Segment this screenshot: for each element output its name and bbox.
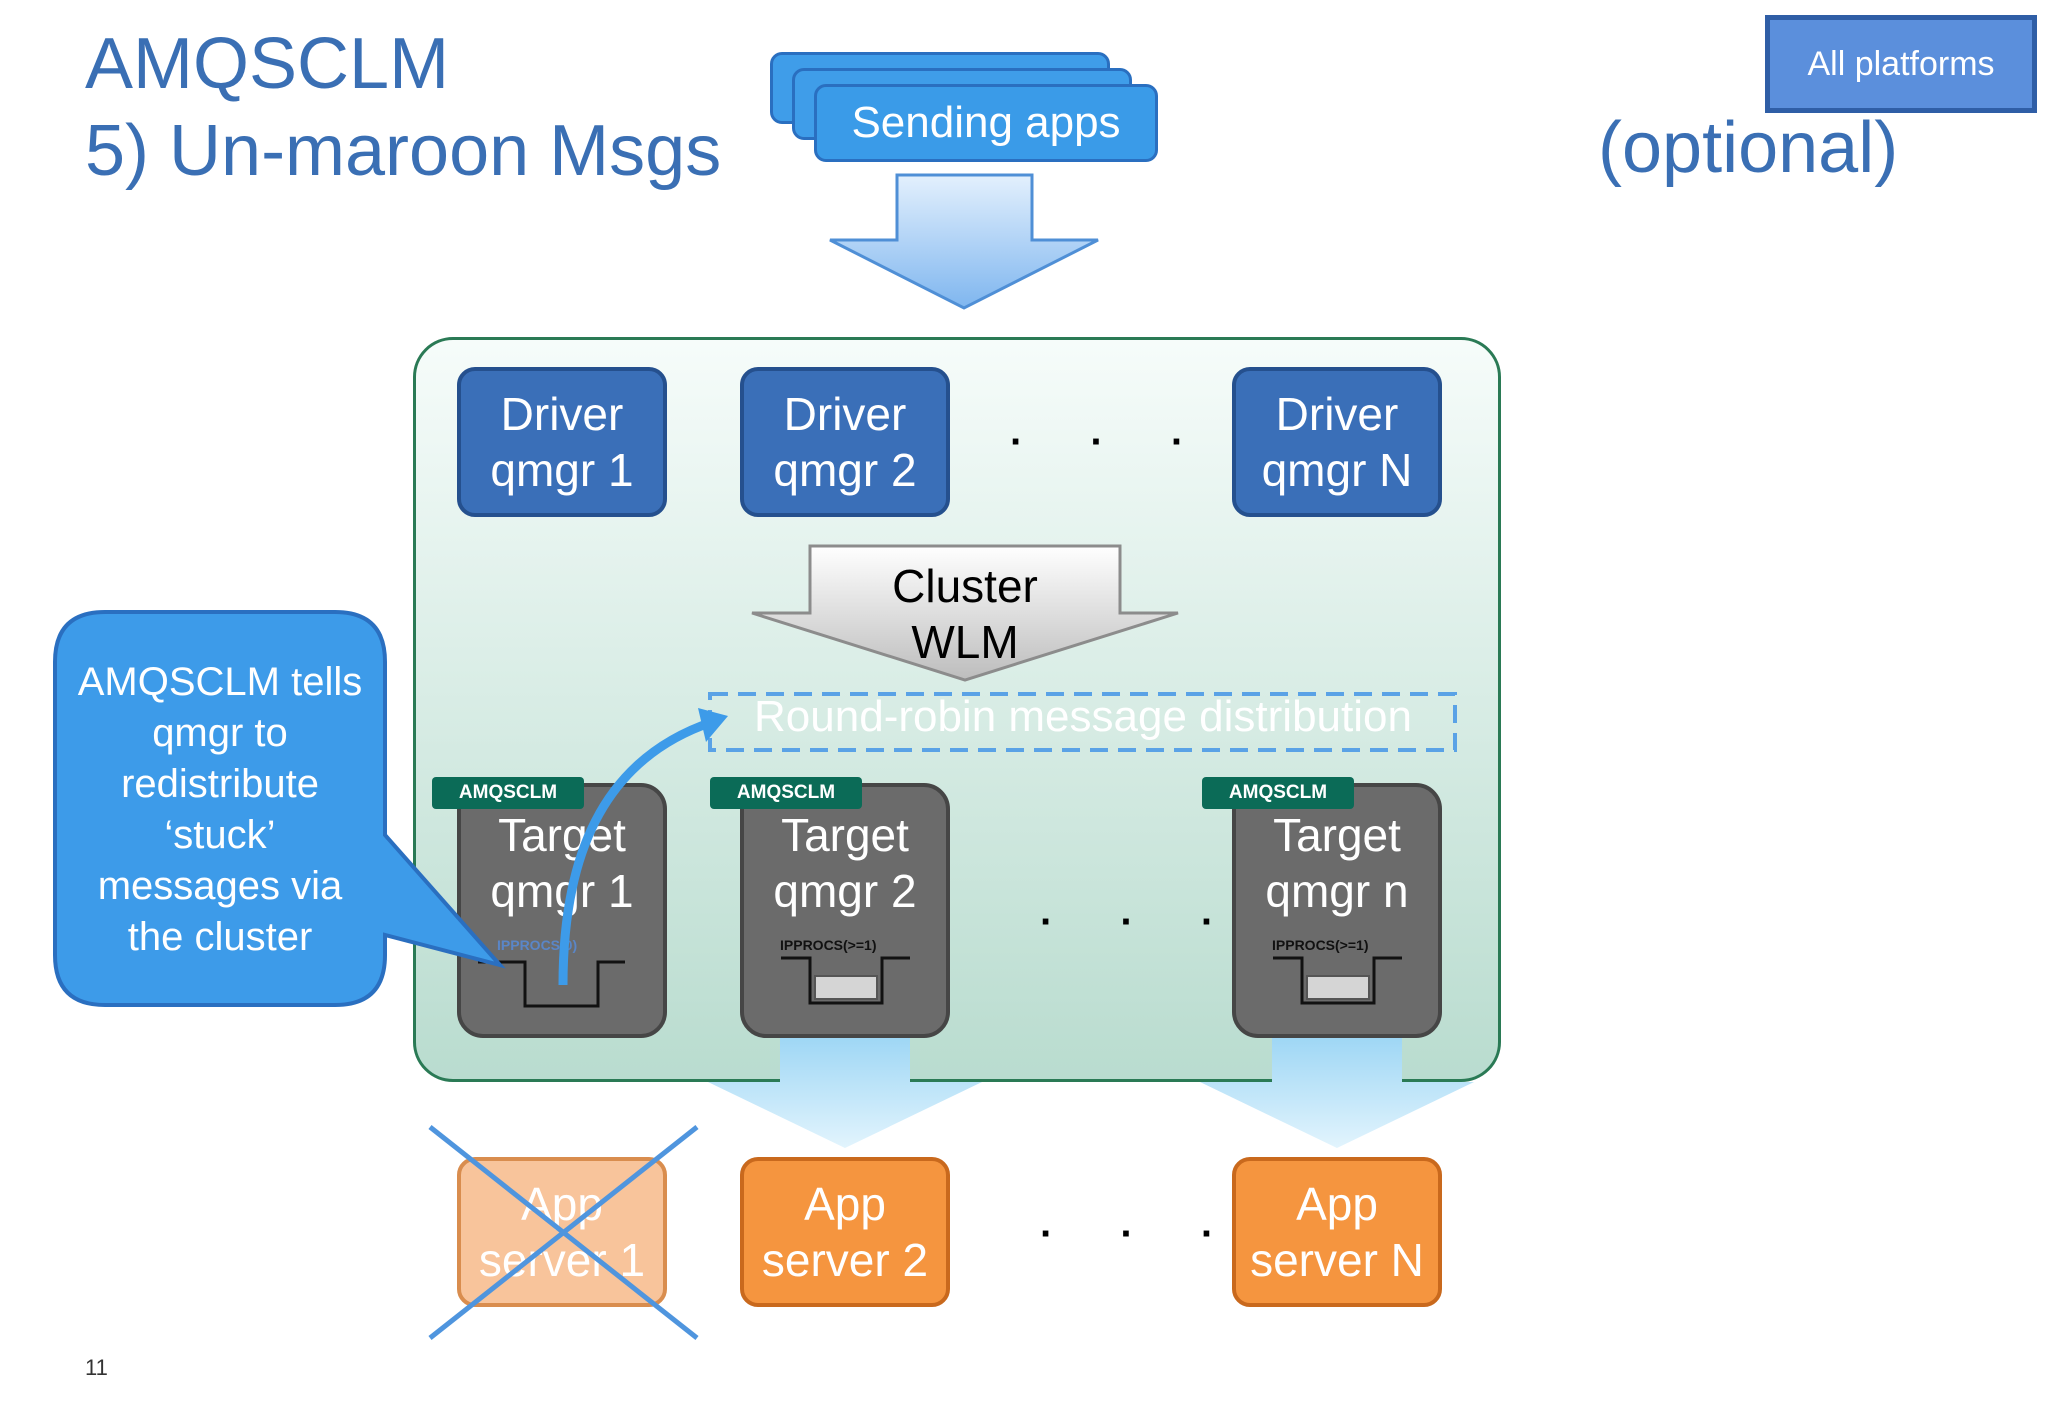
- target-qmgr-1: Target qmgr 1 IPPROCS(0): [457, 783, 667, 1038]
- cluster-wlm-label: Cluster WLM: [880, 558, 1050, 670]
- redistribute-arrowhead: [698, 708, 728, 742]
- target-qmgr-1-ipprocs: IPPROCS(0): [497, 937, 578, 953]
- callout-bubble-shape: [53, 610, 506, 1007]
- platform-badge: All platforms: [1765, 15, 2037, 113]
- app-server-n-line2: server N: [1250, 1234, 1424, 1286]
- page-number: 11: [85, 1355, 108, 1380]
- amqsclm-tag-2: AMQSCLM: [710, 777, 862, 809]
- driver-ellipsis: · · ·: [1010, 420, 1213, 464]
- app-ellipsis: · · ·: [1040, 1212, 1243, 1256]
- driver-qmgr-1: Driver qmgr 1: [457, 367, 667, 517]
- optional-label: (optional): [1598, 108, 1899, 188]
- target-qmgr-n-line1: Target: [1273, 809, 1401, 861]
- target-ellipsis: · · ·: [1040, 900, 1243, 944]
- redistribute-arrow: [558, 717, 714, 986]
- target-qmgr-2-line2: qmgr 2: [773, 865, 917, 917]
- sending-apps-down-arrow: [829, 173, 1099, 310]
- target-qmgr-n-ipprocs: IPPROCS(>=1): [1272, 937, 1369, 953]
- driver-qmgr-n-line1: Driver: [1275, 388, 1399, 440]
- target-qmgr-n-line2: qmgr n: [1265, 865, 1409, 917]
- driver-qmgr-n-line2: qmgr N: [1261, 444, 1413, 496]
- queue-icon-n: [1273, 956, 1402, 1005]
- cluster-wlm-line1: Cluster: [892, 560, 1038, 612]
- driver-qmgr-2: Driver qmgr 2: [740, 367, 950, 517]
- queue-message-n: [1306, 975, 1370, 1000]
- cluster-wlm-arrow: [751, 544, 1179, 682]
- target-qmgr-2-ipprocs: IPPROCS(>=1): [780, 937, 877, 953]
- title-line-2: 5) Un-maroon Msgs: [85, 111, 722, 191]
- app-server-2-line1: App: [804, 1178, 886, 1230]
- app-server-1-line1: App: [521, 1178, 603, 1230]
- driver-qmgr-2-line2: qmgr 2: [773, 444, 917, 496]
- unavailable-cross-b: [428, 1125, 699, 1340]
- driver-qmgr-1-line1: Driver: [500, 388, 624, 440]
- driver-qmgr-n: Driver qmgr N: [1232, 367, 1442, 517]
- target-qmgr-1-line1: Target: [498, 809, 626, 861]
- delivery-arrow-app-n: [1200, 1012, 1474, 1148]
- amqsclm-tag-n: AMQSCLM: [1202, 777, 1354, 809]
- app-server-n-line1: App: [1296, 1178, 1378, 1230]
- target-qmgr-1-line2: qmgr 1: [490, 865, 634, 917]
- app-server-n: App server N: [1232, 1157, 1442, 1307]
- callout-text: AMQSCLM tells qmgr to redistribute ‘stuc…: [77, 660, 363, 959]
- app-server-2-line2: server 2: [761, 1234, 929, 1286]
- queue-icon-1: [478, 960, 625, 1008]
- cluster-wlm-line2: WLM: [911, 616, 1019, 668]
- sending-apps-box: Sending apps: [814, 84, 1158, 162]
- queue-message-2: [814, 975, 878, 1000]
- amqsclm-tag-1: AMQSCLM: [432, 777, 584, 809]
- title-line-1: AMQSCLM: [85, 24, 450, 104]
- target-qmgr-2-line1: Target: [781, 809, 909, 861]
- driver-qmgr-2-line1: Driver: [783, 388, 907, 440]
- round-robin-label: Round-robin message distribution: [754, 692, 1412, 741]
- delivery-arrow-app-2: [708, 1012, 982, 1148]
- queue-icon-2: [781, 956, 910, 1005]
- app-server-2: App server 2: [740, 1157, 950, 1307]
- driver-qmgr-1-line2: qmgr 1: [490, 444, 634, 496]
